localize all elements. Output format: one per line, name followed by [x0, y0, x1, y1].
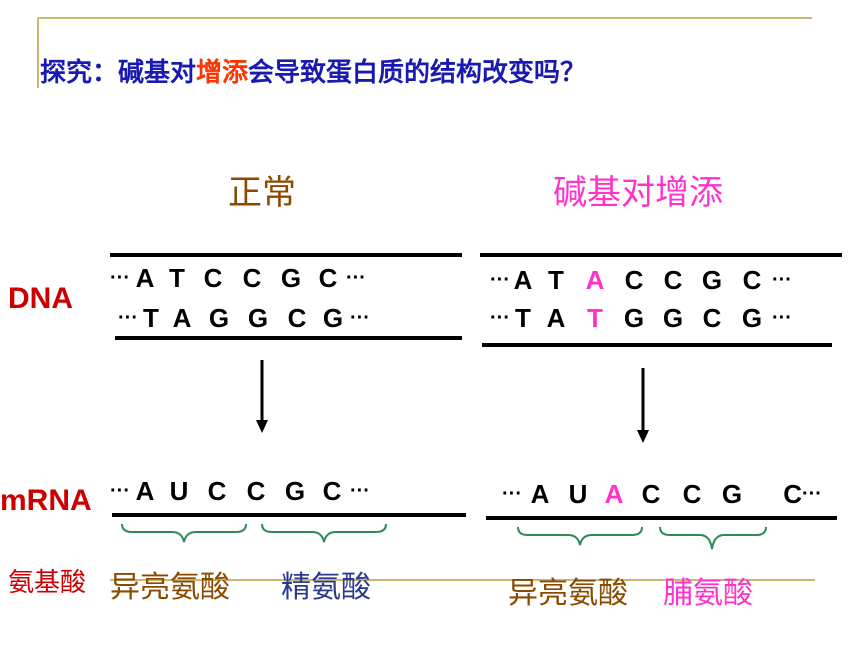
base: C [287, 303, 307, 333]
base: C [322, 476, 342, 506]
normal-dna-bottom-strand: ··· T A G G C G ··· [118, 303, 370, 334]
insertion-heading: 碱基对增添 [553, 173, 723, 213]
normal-amino-acid-2: 精氨酸 [281, 570, 371, 605]
base: A [546, 303, 566, 333]
base: C [207, 476, 227, 506]
base: C [783, 479, 802, 509]
base: G [741, 303, 763, 333]
base: G [208, 303, 230, 333]
base: G [247, 303, 269, 333]
inserted-base: A [585, 265, 605, 295]
ellipsis: ··· [349, 307, 370, 329]
ellipsis: ··· [502, 483, 522, 505]
base: C [742, 265, 762, 295]
base: G [623, 303, 645, 333]
ellipsis: ··· [490, 269, 510, 291]
inserted-base: A [604, 479, 624, 509]
ellipsis: ··· [771, 307, 792, 329]
insertion-amino-acid-1: 异亮氨酸 [508, 576, 628, 611]
base: G [662, 303, 684, 333]
title-part-2: 会导致蛋白质的结构改变吗？ [248, 58, 587, 88]
mrna-label: mRNA [0, 484, 92, 517]
normal-codon-brace-1 [121, 523, 247, 543]
page-title: 探究：碱基对增添会导致蛋白质的结构改变吗？ [40, 52, 586, 89]
insertion-dna-top-strand: ··· A T A C C G C ··· [490, 265, 792, 296]
base: A [530, 479, 550, 509]
insert-codon-brace-1 [517, 526, 643, 546]
base: T [169, 263, 185, 293]
base: A [513, 265, 533, 295]
base: A [172, 303, 192, 333]
ellipsis: ··· [490, 307, 510, 329]
normal-mrna-strand: ··· A U C C G C ··· [110, 476, 370, 507]
base: G [280, 263, 302, 293]
insert-codon-brace-2 [659, 526, 767, 550]
ellipsis: ··· [801, 483, 822, 505]
base: C [641, 479, 661, 509]
normal-arrow-head [256, 420, 268, 433]
ellipsis: ··· [118, 307, 138, 329]
base: C [702, 303, 722, 333]
base: T [515, 303, 531, 333]
ellipsis: ··· [110, 480, 130, 502]
insertion-mrna-strand: ··· A U A C C G C ··· [502, 479, 822, 510]
insertion-amino-acid-2: 脯氨酸 [663, 576, 753, 611]
title-highlight: 增添 [196, 58, 249, 88]
amino-acid-label: 氨基酸 [8, 568, 87, 598]
insert-arrow-head [637, 430, 649, 443]
base: A [135, 476, 155, 506]
base: C [203, 263, 223, 293]
base: T [548, 265, 564, 295]
base: C [682, 479, 702, 509]
normal-codon-brace-2 [261, 523, 387, 543]
normal-dna-top-strand: ··· A T C C G C ··· [110, 263, 366, 294]
inserted-base: T [587, 303, 603, 333]
base: C [242, 263, 262, 293]
ellipsis: ··· [345, 267, 366, 289]
dna-label: DNA [8, 282, 73, 315]
base: U [568, 479, 588, 509]
ellipsis: ··· [110, 267, 130, 289]
base: C [246, 476, 266, 506]
base: G [721, 479, 743, 509]
base: G [322, 303, 344, 333]
base: T [143, 303, 159, 333]
base: G [284, 476, 306, 506]
ellipsis: ··· [771, 269, 792, 291]
base: U [169, 476, 189, 506]
base: G [701, 265, 723, 295]
normal-amino-acid-1: 异亮氨酸 [110, 570, 230, 605]
normal-heading: 正常 [228, 173, 296, 213]
title-part-1: 探究：碱基对 [40, 58, 197, 88]
insertion-dna-bottom-strand: ··· T A T G G C G ··· [490, 303, 792, 334]
ellipsis: ··· [349, 480, 370, 502]
base: A [135, 263, 155, 293]
base: C [624, 265, 644, 295]
base: C [663, 265, 683, 295]
base: C [318, 263, 338, 293]
